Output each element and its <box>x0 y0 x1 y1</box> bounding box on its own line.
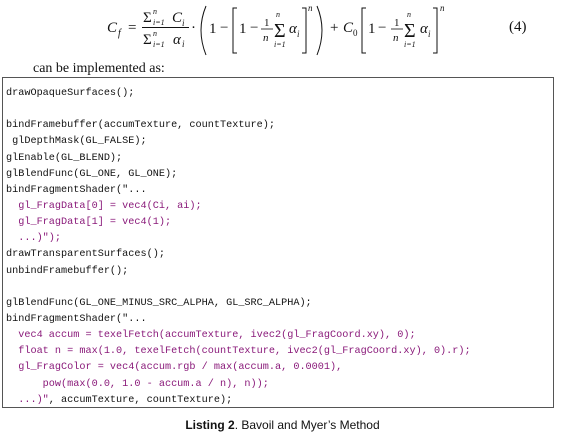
eq-alpha-a: α <box>289 21 298 37</box>
eq-den-sub: i <box>182 39 185 49</box>
eq-frac-num-a: 1 <box>264 17 270 29</box>
code-line <box>6 102 471 118</box>
eq-sum-den-top: n <box>153 29 157 38</box>
eq-one-b: 1 <box>239 21 247 37</box>
caption-label: Listing 2 <box>185 418 235 432</box>
eq-power-b: n <box>440 3 445 13</box>
eq-bracket-left-b <box>361 7 366 54</box>
code-line: drawTransparentSurfaces(); <box>6 249 165 261</box>
eq-c0-sub: 0 <box>353 28 358 38</box>
eq-alpha-sub-a: i <box>297 29 300 39</box>
eq-sum-den-bottom: i=1 <box>153 40 165 49</box>
code-line: glDepthMask(GL_FALSE); <box>6 136 147 148</box>
eq-frac-num-b: 1 <box>394 17 400 29</box>
eq-minus-a: − <box>220 20 228 36</box>
code-line: bindFragmentShader("... <box>6 313 147 325</box>
eq-lhs-sub: f <box>118 28 122 39</box>
eq-sum-num-top: n <box>153 7 157 16</box>
eq-power-a: n <box>308 3 313 13</box>
code-line: bindFragmentShader("... <box>6 184 147 196</box>
eq-equals: = <box>128 20 136 36</box>
eq-dot: · <box>191 20 196 36</box>
eq-sum-top-a: n <box>276 10 280 19</box>
equation-svg: C f = Σ n i=1 C i Σ n i=1 α i · 1 − 1 − … <box>107 3 527 56</box>
code-line: float n = max(1.0, texelFetch(countTextu… <box>6 346 471 358</box>
eq-lhs: C <box>107 20 118 36</box>
eq-alpha-b: α <box>420 21 429 37</box>
code-line: bindFramebuffer(accumTexture, countTextu… <box>6 120 275 132</box>
eq-plus: + <box>330 20 338 36</box>
eq-den-var: α <box>173 32 182 48</box>
caption-text: . Bavoil and Myer’s Method <box>234 418 380 432</box>
code-line <box>6 280 471 296</box>
code-line: ...)"); <box>6 233 62 245</box>
eq-sum-bottom-a: i=1 <box>274 40 286 49</box>
eq-alpha-sub-b: i <box>428 29 431 39</box>
code-line: unbindFramebuffer(); <box>6 265 129 277</box>
eq-bracket-right-a <box>302 7 307 54</box>
eq-bracket-left-a <box>232 7 237 54</box>
listing-caption: Listing 2. Bavoil and Myer’s Method <box>0 418 565 432</box>
eq-one-c: 1 <box>368 21 376 37</box>
eq-paren-left <box>200 5 207 56</box>
eq-sum-top-b: n <box>407 10 411 19</box>
code-line-last: ...)", accumTexture, countTexture); <box>6 393 471 409</box>
eq-one-a: 1 <box>209 21 217 37</box>
code-line: glBlendFunc(GL_ONE, GL_ONE); <box>6 168 178 180</box>
code-line: gl_FragColor = vec4(accum.rgb / max(accu… <box>6 362 343 374</box>
code-line: glBlendFunc(GL_ONE_MINUS_SRC_ALPHA, GL_S… <box>6 297 312 309</box>
code-line: gl_FragData[1] = vec4(1); <box>6 217 172 229</box>
code-line: glEnable(GL_BLEND); <box>6 152 123 164</box>
eq-sum-bottom-b: i=1 <box>404 40 416 49</box>
eq-frac-den-b: n <box>393 32 399 44</box>
code-string-part: ...)" <box>6 394 49 406</box>
code-line: drawOpaqueSurfaces(); <box>6 88 135 99</box>
equation-4: C f = Σ n i=1 C i Σ n i=1 α i · 1 − 1 − … <box>0 0 565 60</box>
eq-number: (4) <box>509 19 527 35</box>
eq-sum-b: Σ <box>404 20 416 42</box>
eq-num-var: C <box>172 10 183 26</box>
code-line: gl_FragData[0] = vec4(Ci, ai); <box>6 200 202 212</box>
eq-minus-c: − <box>378 20 386 36</box>
eq-frac-den-a: n <box>263 32 269 44</box>
eq-bracket-right-b <box>433 7 438 54</box>
intro-text: can be implemented as: <box>33 61 165 76</box>
eq-sum-num-bottom: i=1 <box>153 18 165 27</box>
code-block: drawOpaqueSurfaces(); bindFramebuffer(ac… <box>6 86 471 409</box>
code-default-part: , accumTexture, countTexture); <box>48 394 233 406</box>
eq-paren-right <box>316 5 323 56</box>
code-listing: drawOpaqueSurfaces(); bindFramebuffer(ac… <box>2 77 554 408</box>
code-line: vec4 accum = texelFetch(accumTexture, iv… <box>6 330 416 342</box>
eq-num-sub: i <box>182 18 185 28</box>
code-line: pow(max(0.0, 1.0 - accum.a / n), n)); <box>6 378 269 390</box>
eq-sum-denominator: Σ <box>143 32 152 48</box>
eq-c0: C <box>343 20 354 36</box>
eq-sum-a: Σ <box>274 20 286 42</box>
eq-sum-numerator: Σ <box>143 10 152 26</box>
eq-minus-b: − <box>250 20 258 36</box>
